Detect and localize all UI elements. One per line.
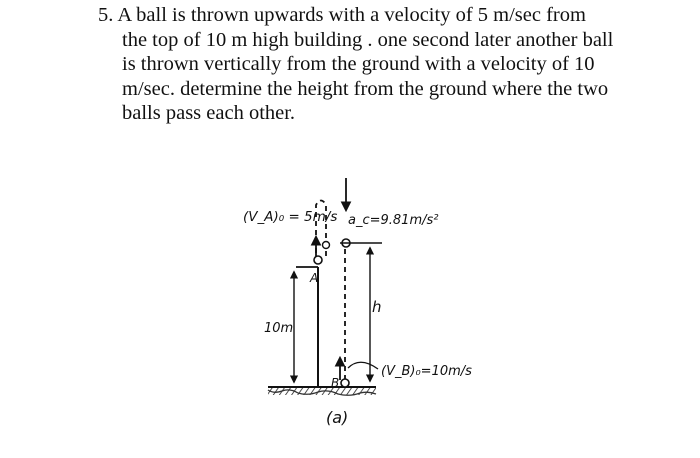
label-10m: 10m (264, 321, 293, 336)
vb0-leader (347, 361, 379, 370)
label-va0: (V_A)₀ = 5m/s (243, 209, 337, 225)
label-a: A (309, 271, 318, 285)
ball-a-trajectory (310, 199, 327, 262)
problem-line-1: 5. A ball is thrown upwards with a veloc… (98, 4, 586, 26)
problem-text: 5. A ball is thrown upwards with a veloc… (98, 3, 688, 126)
ball-a (313, 255, 323, 265)
label-b: B (331, 376, 339, 390)
problem-line-3: is thrown vertically from the ground wit… (122, 53, 595, 76)
problem-line-4: m/sec. determine the height from the gro… (122, 77, 609, 100)
label-vb0: (V_B)₀=10m/s (381, 364, 472, 379)
label-h: h (372, 298, 382, 316)
label-ac: a_c=9.81m/s² (348, 213, 438, 228)
ball-a-path-circle (321, 240, 331, 250)
problem-line-5: balls pass each other. (122, 102, 296, 125)
problem-line-2: the top of 10 m high building . one seco… (122, 28, 614, 51)
ball-b-trajectory (334, 248, 346, 380)
ground (267, 386, 377, 396)
ball-b (340, 378, 350, 388)
figure-caption: (a) (326, 408, 348, 427)
